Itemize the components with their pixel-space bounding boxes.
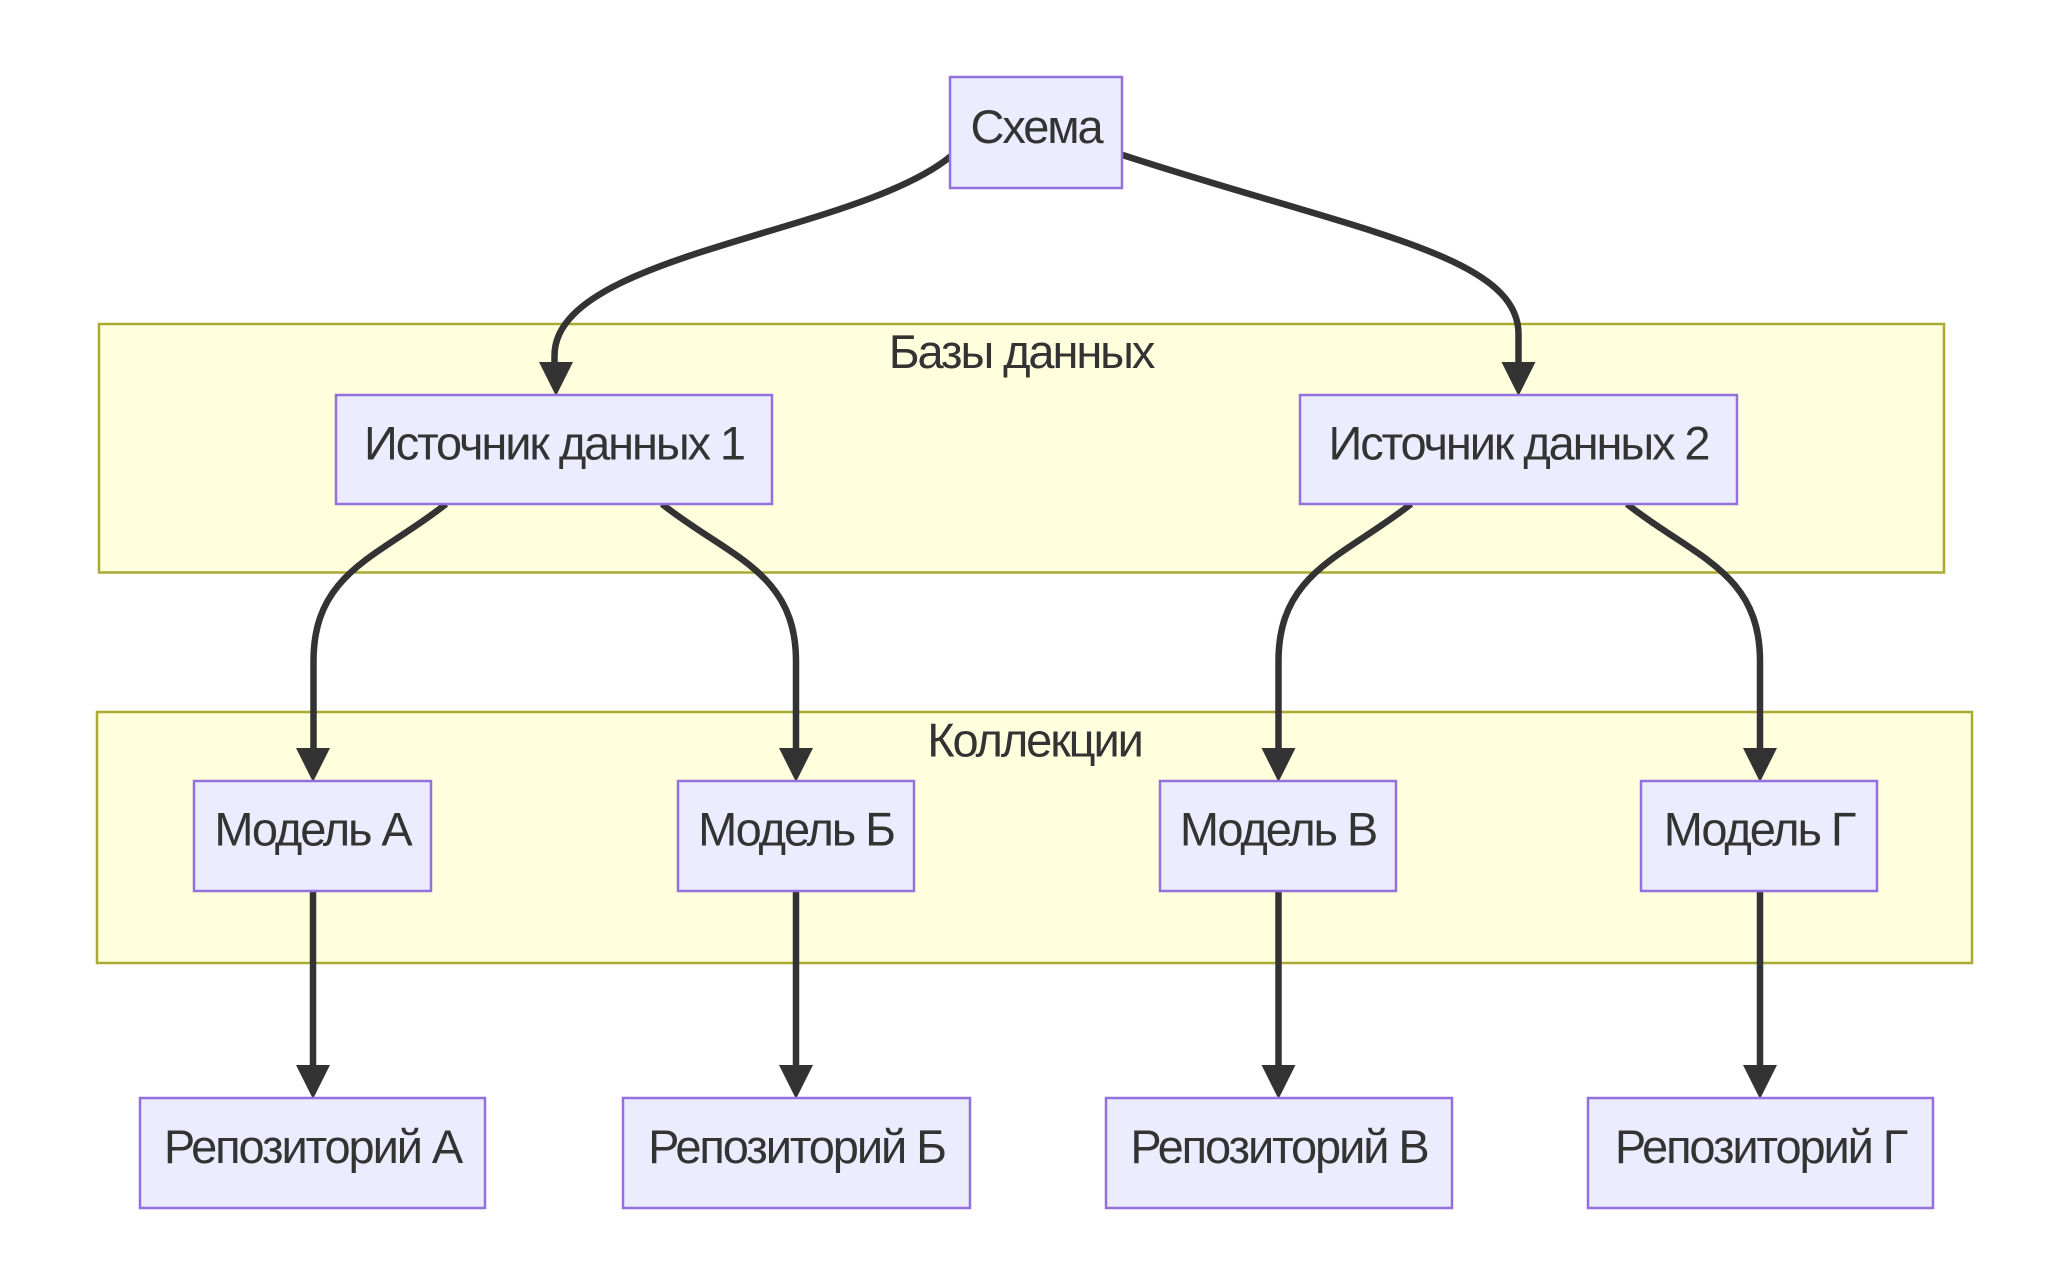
svg-text:Модель А: Модель А bbox=[214, 803, 413, 856]
svg-text:Коллекции: Коллекции bbox=[927, 714, 1142, 767]
svg-text:Репозиторий В: Репозиторий В bbox=[1130, 1120, 1427, 1173]
svg-text:Источник данных 2: Источник данных 2 bbox=[1329, 417, 1709, 470]
svg-text:Модель Б: Модель Б bbox=[698, 803, 894, 856]
svg-text:Модель Г: Модель Г bbox=[1664, 803, 1856, 856]
svg-text:Репозиторий Г: Репозиторий Г bbox=[1615, 1120, 1908, 1173]
svg-text:Источник данных 1: Источник данных 1 bbox=[364, 417, 744, 470]
svg-text:Модель В: Модель В bbox=[1180, 803, 1376, 856]
svg-text:Схема: Схема bbox=[970, 100, 1104, 153]
svg-text:Репозиторий А: Репозиторий А bbox=[164, 1120, 464, 1173]
svg-text:Базы данных: Базы данных bbox=[889, 325, 1155, 378]
svg-text:Репозиторий Б: Репозиторий Б bbox=[648, 1120, 945, 1173]
